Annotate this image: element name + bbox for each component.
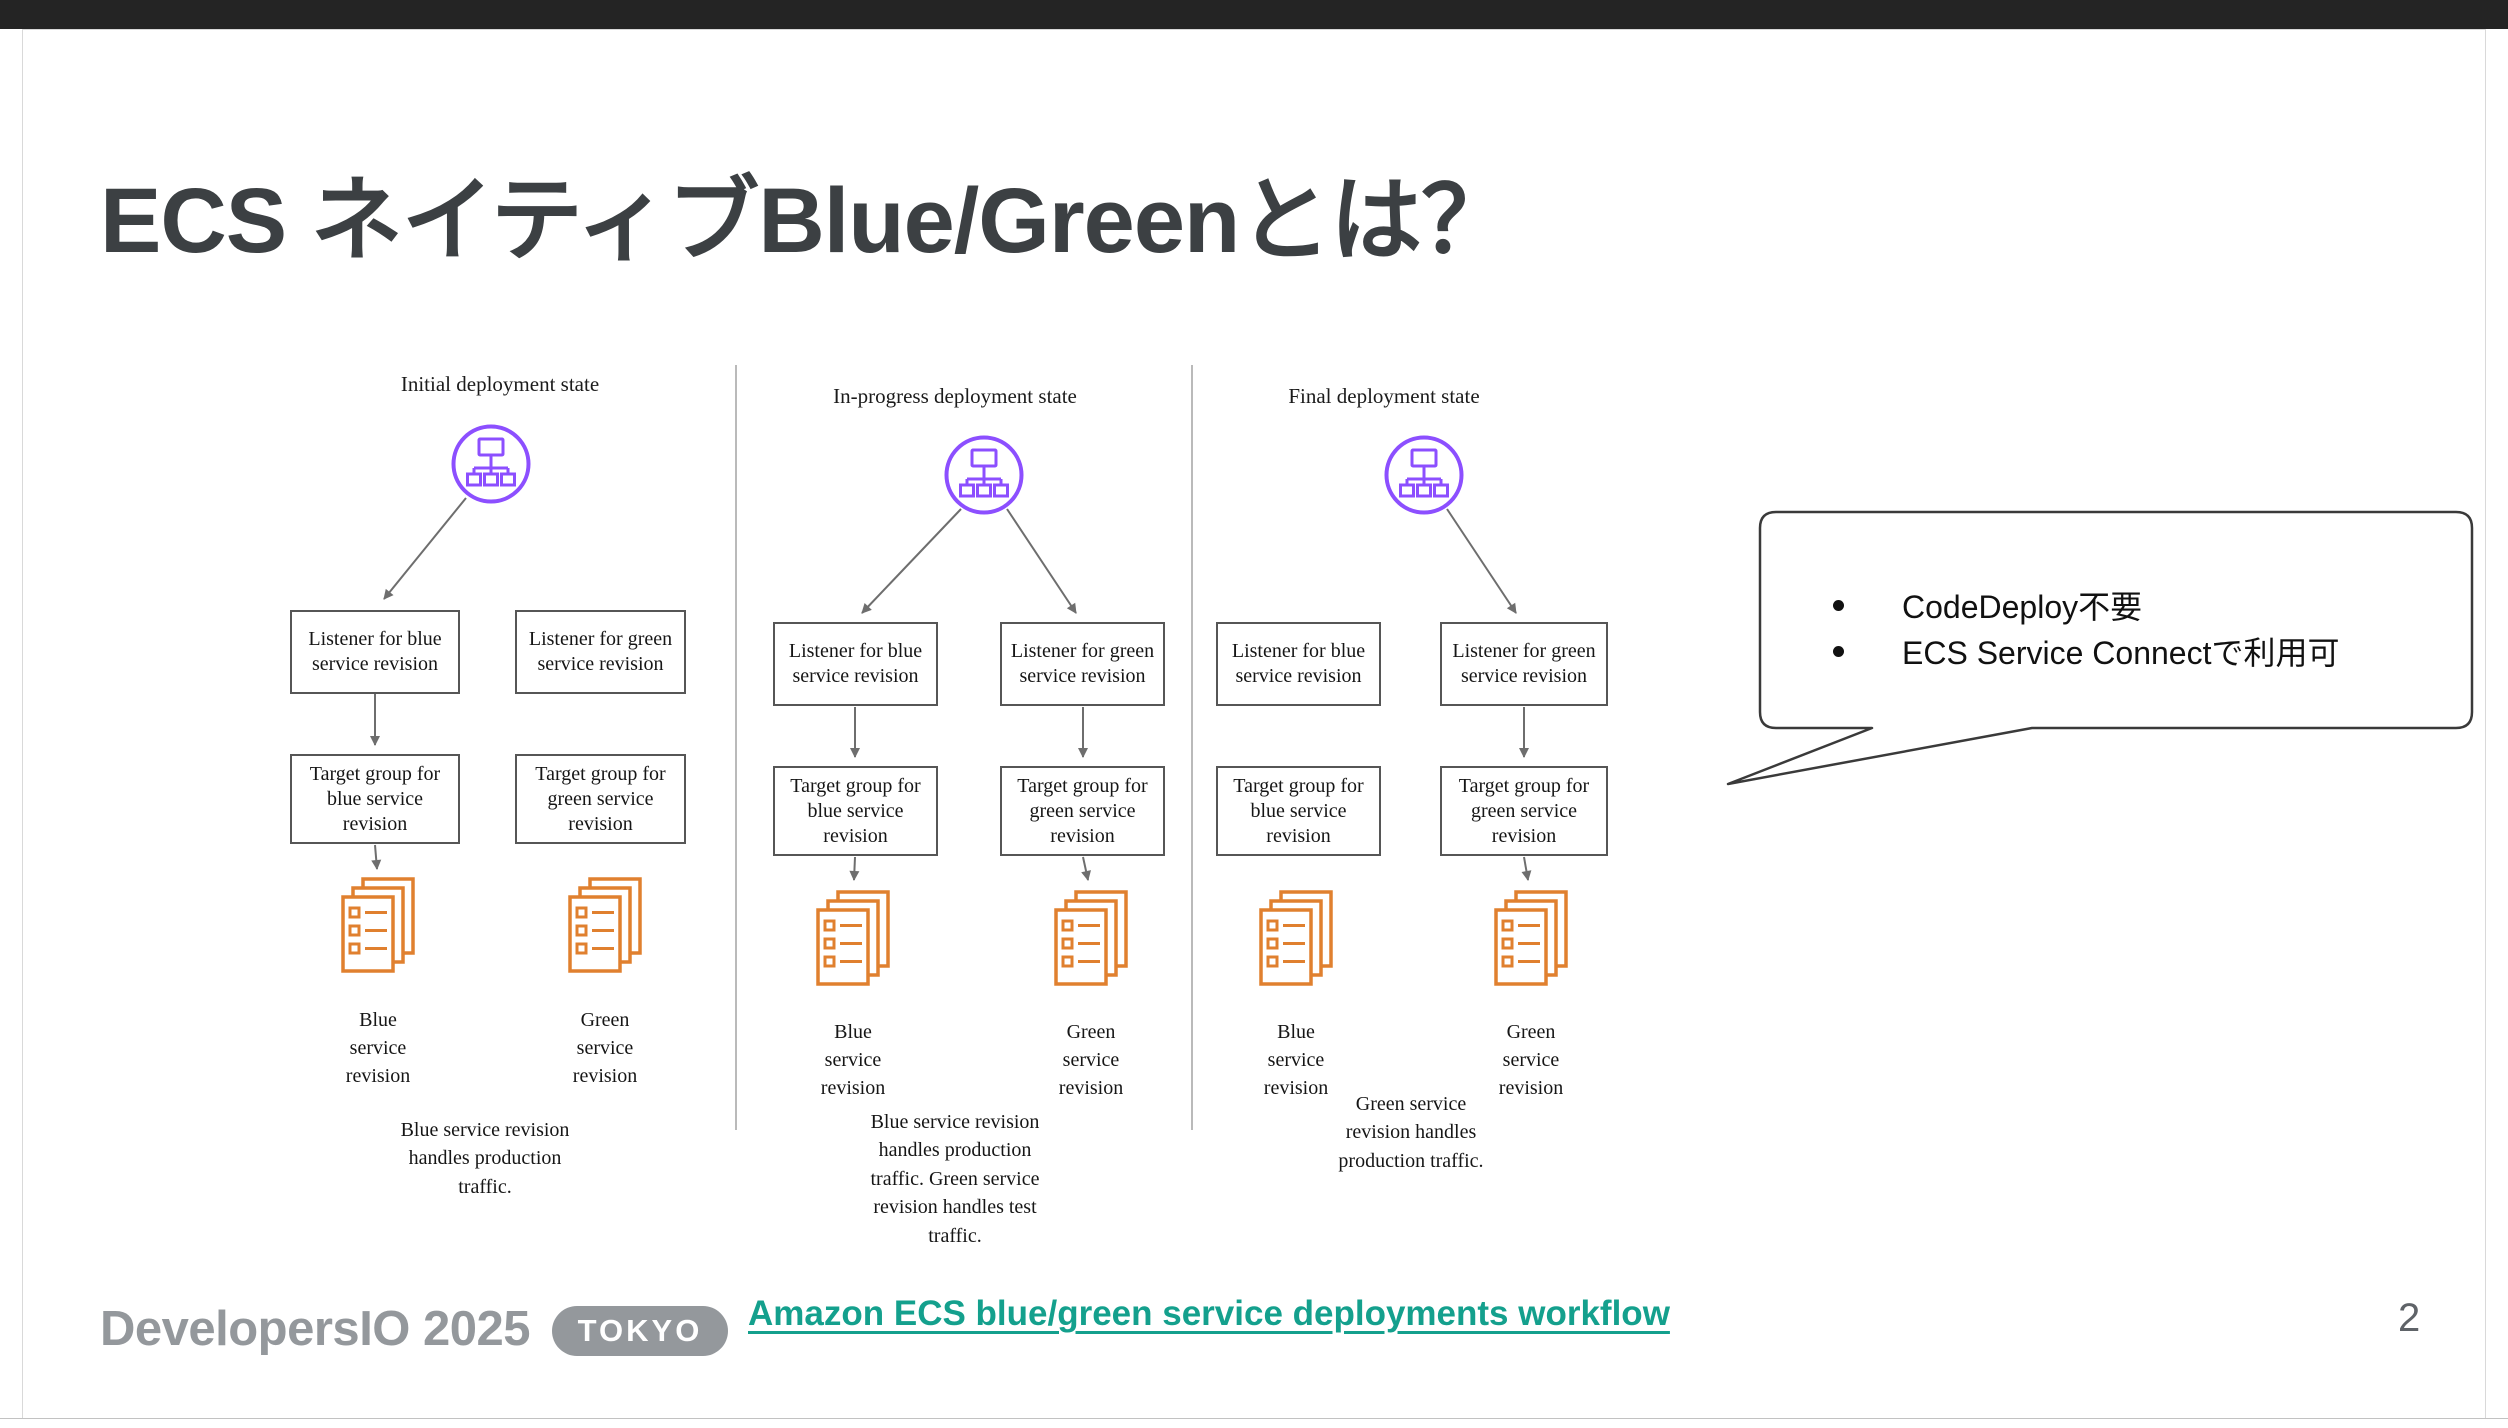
listener-blue-box: Listener for blue service revision [290,610,460,694]
blue-service-revision-icon [814,889,892,989]
slide-bottom-edge [0,1418,2508,1419]
listener-green-box: Listener for green service revision [515,610,686,694]
green-service-revision-label: Green service revision [1498,1021,1564,1099]
deployment-state-header-final: Final deployment state [1288,384,1480,408]
deployment-state-header-initial: Initial deployment state [400,372,600,396]
deployment-caption-initial: Blue service revision handles production… [400,1119,570,1198]
blue-service-revision-label: Blue service revision [1263,1021,1329,1099]
slide-title: ECS ネイティブBlue/Greenとは？ [100,170,1513,272]
green-service-revision-icon [1492,889,1570,989]
speech-bubble [1726,510,2474,786]
green-service-revision-icon [1052,889,1130,989]
callout-item: CodeDeploy不要 [1833,583,2142,627]
green-service-revision-label: Green service revision [1058,1021,1124,1099]
blue-service-revision-label: Blue service revision [345,1009,411,1087]
page-number: 2 [2398,1296,2421,1340]
deployment-caption-in-progress: Blue service revision handles production… [870,1111,1040,1247]
target-group-green-box: Target group for green service revision [515,754,686,844]
deployment-caption-final: Green service revision handles productio… [1338,1093,1484,1172]
listener-green-box: Listener for green service revision [1440,622,1608,706]
listener-blue-box: Listener for blue service revision [773,622,938,706]
callout-text: ECS Service Connectで利用可 [1902,635,2340,671]
bullet-icon [1833,645,1844,657]
target-group-green-box: Target group for green service revision [1440,766,1608,856]
target-group-green-box: Target group for green service revision [1000,766,1165,856]
green-service-revision-icon [566,876,644,976]
callout-item: ECS Service Connectで利用可 [1833,629,2339,673]
blue-service-revision-icon [339,876,417,976]
blue-service-revision-label: Blue service revision [820,1021,886,1099]
load-balancer-icon [942,433,1026,517]
callout-text: CodeDeploy不要 [1902,589,2143,625]
tokyo-badge: TOKYO [552,1306,728,1356]
window-top-bar [0,0,2508,29]
developersio-logo: DevelopersIO 2025 [100,1302,531,1356]
bullet-icon [1833,599,1844,611]
workflow-doc-link[interactable]: Amazon ECS blue/green service deployment… [748,1294,1670,1333]
listener-blue-box: Listener for blue service revision [1216,622,1381,706]
target-group-blue-box: Target group for blue service revision [290,754,460,844]
load-balancer-icon [1382,433,1466,517]
green-service-revision-label: Green service revision [572,1009,638,1087]
blue-service-revision-icon [1257,889,1335,989]
listener-green-box: Listener for green service revision [1000,622,1165,706]
deployment-state-header-in-progress: In-progress deployment state [833,384,1077,408]
load-balancer-icon [449,422,533,506]
target-group-blue-box: Target group for blue service revision [773,766,938,856]
target-group-blue-box: Target group for blue service revision [1216,766,1381,856]
